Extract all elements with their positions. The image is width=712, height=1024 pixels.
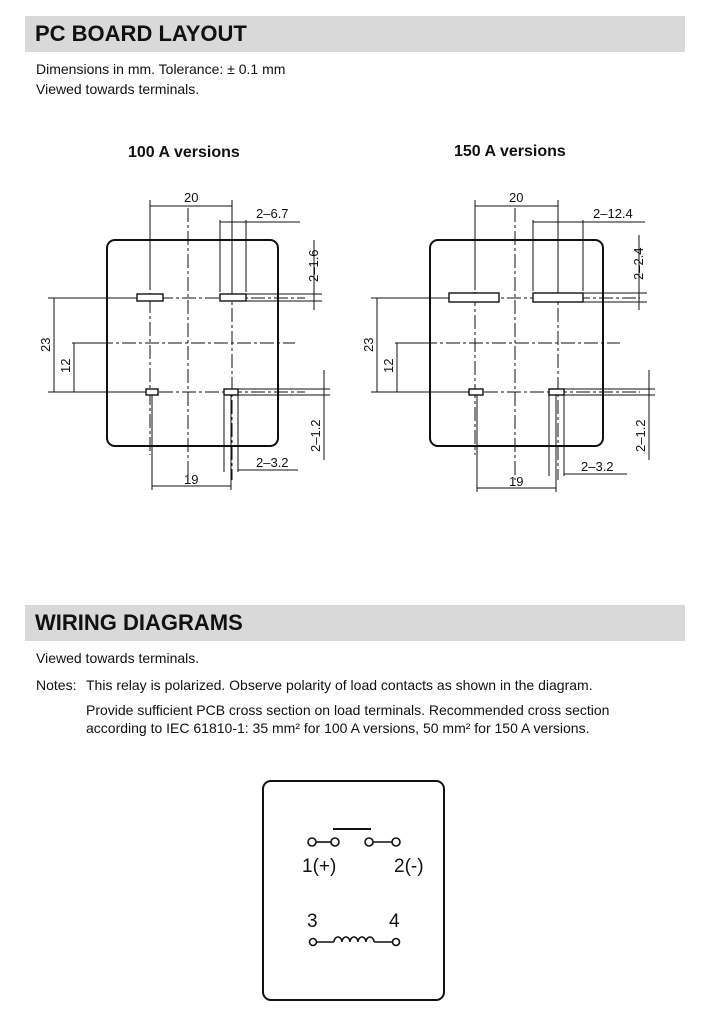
- wiring-diagram: 1(+) 2(-) 3 4: [262, 780, 445, 1001]
- dimensions-note: Dimensions in mm. Tolerance: ± 0.1 mm: [36, 61, 286, 77]
- terminal-2-label: 2(-): [394, 856, 424, 877]
- wiring-section-title: WIRING DIAGRAMS: [25, 605, 685, 641]
- dim-slot-width: 2–2.4: [631, 247, 646, 280]
- coil-terminal-hole-3: [145, 388, 159, 396]
- pcb-section-title: PC BOARD LAYOUT: [25, 16, 685, 52]
- load-terminal-slot-1: [448, 292, 500, 303]
- relay-outline: [262, 780, 445, 1001]
- dim-row-offset: 12: [381, 359, 396, 373]
- left-drawing-title: 100 A versions: [128, 144, 240, 161]
- notes-label: Notes:: [36, 677, 77, 693]
- pcb-view-note: Viewed towards terminals.: [36, 81, 200, 97]
- load-terminal-slot-1: [136, 293, 164, 302]
- dim-pitch-bottom: 19: [184, 472, 198, 487]
- note-polarity: This relay is polarized. Observe polarit…: [86, 677, 593, 693]
- dim-slot-size: 2–12.4: [593, 206, 633, 221]
- terminal-1-dot: [307, 837, 317, 847]
- dim-hole-width: 2–1.2: [308, 419, 323, 452]
- pcb-layout-100a-drawing: 20 2–6.7 2–1.6 23 12 19 2–3.2 2–1.2: [38, 190, 330, 490]
- dim-hole-size: 2–3.2: [256, 455, 289, 470]
- load-terminal-slot-2: [532, 292, 584, 303]
- dim-hole-width: 2–1.2: [633, 419, 648, 452]
- terminal-4-label: 4: [389, 911, 400, 932]
- dim-hole-size: 2–3.2: [581, 459, 614, 474]
- dim-height: 23: [361, 338, 376, 352]
- coil-terminal-hole-3: [468, 388, 484, 396]
- terminal-3-dot: [308, 937, 318, 947]
- coil-icon: [333, 936, 375, 943]
- dim-slot-size: 2–6.7: [256, 206, 289, 221]
- pcb-layout-150a-drawing: 20 2–12.4 2–2.4 23 12 19 2–3.2 2–1.2: [361, 190, 655, 492]
- contact-left-dot: [330, 837, 340, 847]
- terminal-4-dot: [391, 937, 401, 947]
- dim-slot-width: 2–1.6: [306, 249, 321, 282]
- terminal-1-label: 1(+): [302, 856, 336, 877]
- terminal-3-label: 3: [307, 911, 318, 932]
- dim-pitch-bottom: 19: [509, 474, 523, 489]
- right-drawing-title: 150 A versions: [454, 143, 566, 160]
- note-cross-section-line-2: according to IEC 61810-1: 35 mm² for 100…: [86, 720, 590, 736]
- dim-pitch-top: 20: [184, 190, 198, 205]
- terminal-2-dot: [391, 837, 401, 847]
- dim-row-offset: 12: [58, 359, 73, 373]
- load-terminal-slot-2: [219, 293, 247, 302]
- contact-right-dot: [364, 837, 374, 847]
- coil-terminal-hole-4: [223, 388, 239, 396]
- dim-height: 23: [38, 338, 53, 352]
- coil-terminal-hole-4: [548, 388, 565, 396]
- dim-pitch-top: 20: [509, 190, 523, 205]
- note-cross-section-line-1: Provide sufficient PCB cross section on …: [86, 702, 610, 718]
- wiring-view-note: Viewed towards terminals.: [36, 650, 200, 666]
